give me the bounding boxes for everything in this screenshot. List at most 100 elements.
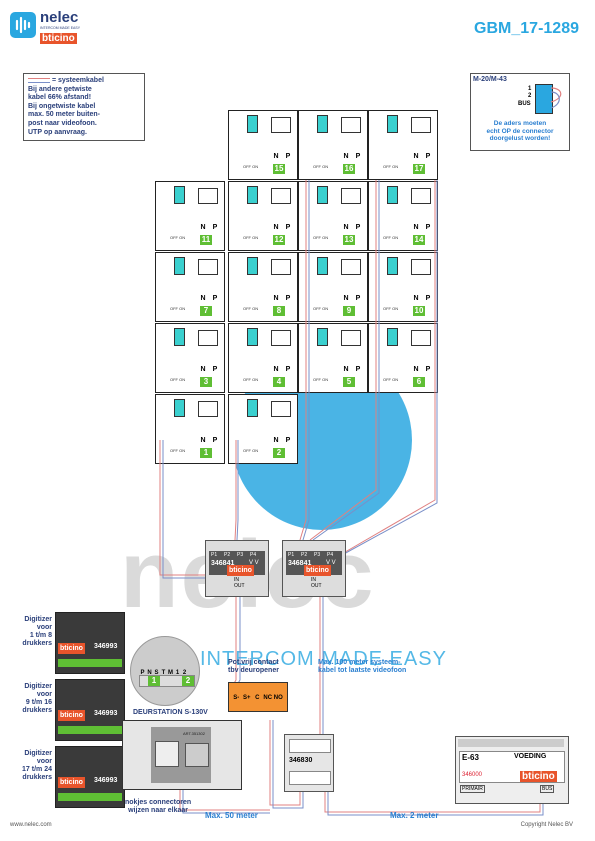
monitor-icon — [341, 259, 361, 275]
bus-connector-icon — [247, 399, 258, 417]
n-label: N — [343, 366, 349, 373]
button-panel-pin: N — [147, 670, 152, 676]
power-title: VOEDING — [514, 753, 547, 760]
digitizer-model: 346993 — [94, 777, 118, 784]
bus-connector-icon — [387, 257, 398, 275]
digitizer-label-line: drukkers — [22, 640, 52, 647]
digitizer-label-line: Digitizer — [24, 683, 52, 690]
off-on-switch: OFF ON — [313, 377, 329, 382]
unit-number: 9 — [343, 306, 355, 316]
bus-connector-icon — [174, 328, 185, 346]
off-on-switch: OFF ON — [170, 235, 186, 240]
distributor-2: P1 P2 P3 P4 346841 V V bticino IN OUT — [282, 540, 346, 597]
connector-pin-2: 2 — [528, 93, 532, 99]
button-panel-pin: P — [140, 670, 145, 676]
unit-number: 1 — [200, 448, 212, 458]
unit-number: 15 — [273, 164, 285, 174]
bus-connector-icon — [317, 186, 328, 204]
p-label: P — [425, 295, 431, 302]
p-label: P — [355, 366, 361, 373]
monitor-icon — [271, 401, 291, 417]
unit-number: 13 — [343, 235, 355, 245]
p-label: P — [212, 224, 218, 231]
n-label: N — [413, 295, 419, 302]
bus-connector-icon — [247, 328, 258, 346]
port-p1: P1 — [288, 552, 295, 558]
digitizer-terminal — [58, 659, 122, 667]
off-on-switch: OFF ON — [383, 235, 399, 240]
door-station-label: DEURSTATION S-130V — [133, 709, 208, 716]
legend-line-3: Bij ongetwiste kabel — [28, 102, 96, 110]
cable-legend: = systeemkabel Bij andere getwiste kabel… — [23, 73, 145, 142]
n-label: N — [273, 153, 279, 160]
digitizer-terminal — [58, 793, 122, 801]
digitizer-label-line: 17 t/m 24 — [22, 766, 52, 773]
digitizer-brand: bticino — [58, 643, 85, 654]
distributor-vv: V V — [249, 560, 259, 566]
potvrij-line-1: Pot.vrij contact — [228, 659, 279, 666]
connector-bus-label: BUS — [518, 101, 531, 107]
nokjes-note: nokjes connectoren wijzen naar elkaar — [125, 799, 191, 815]
legend-title: = systeemkabel — [51, 77, 104, 84]
power-primair: PRIMAIR — [460, 785, 485, 793]
digitizer-brand: bticino — [58, 777, 85, 788]
n-label: N — [200, 366, 206, 373]
p-label: P — [425, 153, 431, 160]
brand-name: nelec — [40, 9, 79, 26]
bus-connector-icon — [174, 186, 185, 204]
n-label: N — [273, 295, 279, 302]
distributor-1-face: P1 P2 P3 P4 346841 V V bticino — [209, 551, 265, 576]
max100-line-1: Max. 100 meter systeem- — [318, 659, 401, 666]
unit-number: 8 — [273, 306, 285, 316]
n-label: N — [273, 366, 279, 373]
monitor-icon — [411, 188, 431, 204]
power-bus: BUS — [540, 785, 555, 793]
n-label: N — [200, 295, 206, 302]
monitor-icon — [341, 330, 361, 346]
footer-copyright: Copyright Nelec BV — [520, 822, 573, 828]
monitor-icon — [198, 188, 218, 204]
off-on-switch: OFF ON — [170, 306, 186, 311]
power-panel: E-63 VOEDING 346000 bticino — [459, 751, 565, 783]
max50-label: Max. 50 meter — [205, 811, 258, 820]
unit-number: 7 — [200, 306, 212, 316]
potvrij-line-2: tbv deuropener — [228, 667, 279, 674]
p-label: P — [355, 295, 361, 302]
brand-tagline: INTERCOM MADE EASY — [40, 26, 81, 30]
bus-connector-icon — [317, 115, 328, 133]
off-on-switch: OFF ON — [170, 448, 186, 453]
distributor-brand: bticino — [227, 565, 254, 576]
connector-pin-1: 1 — [528, 86, 532, 92]
unit-number: 10 — [413, 306, 425, 316]
off-on-switch: OFF ON — [243, 377, 259, 382]
power-model: 346000 — [462, 772, 483, 778]
digitizer-terminal — [58, 726, 122, 734]
n-label: N — [343, 295, 349, 302]
door-station-module: ART.351302 — [151, 727, 211, 783]
nokjes-line-2: wijzen naar elkaar — [128, 807, 189, 814]
off-on-switch: OFF ON — [383, 377, 399, 382]
off-on-switch: OFF ON — [243, 448, 259, 453]
monitor-icon — [411, 330, 431, 346]
digitizer-module: bticino 346993 — [55, 746, 125, 808]
legend-line-6: UTP op aanvraag. — [28, 128, 88, 136]
unit-number: 14 — [413, 235, 425, 245]
